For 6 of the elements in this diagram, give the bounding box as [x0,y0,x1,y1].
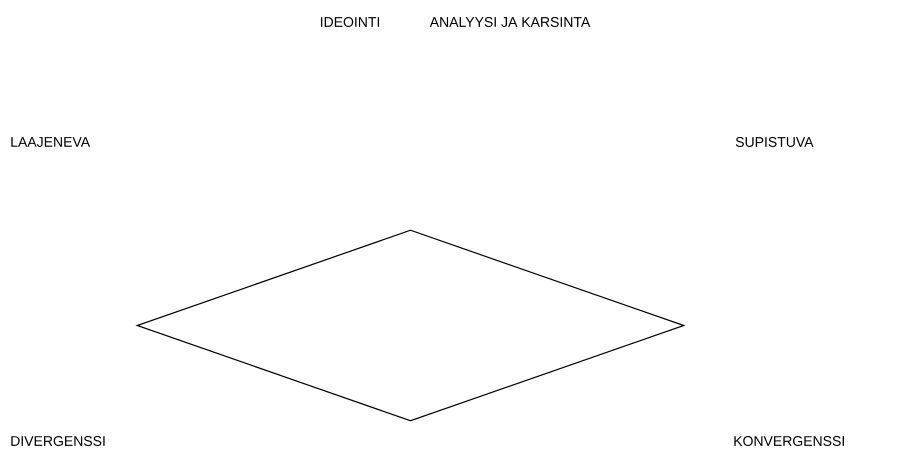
label-text: KONVERGENSSI [734,436,844,446]
label-text: SUPISTUVA [736,137,814,147]
label-text: DIVERGENSSI [11,436,105,446]
label-text: IDEOINTI [320,17,380,27]
label-text: ANALYYSI JA KARSINTA [430,17,590,27]
label-text: LAAJENEVA [11,137,90,147]
